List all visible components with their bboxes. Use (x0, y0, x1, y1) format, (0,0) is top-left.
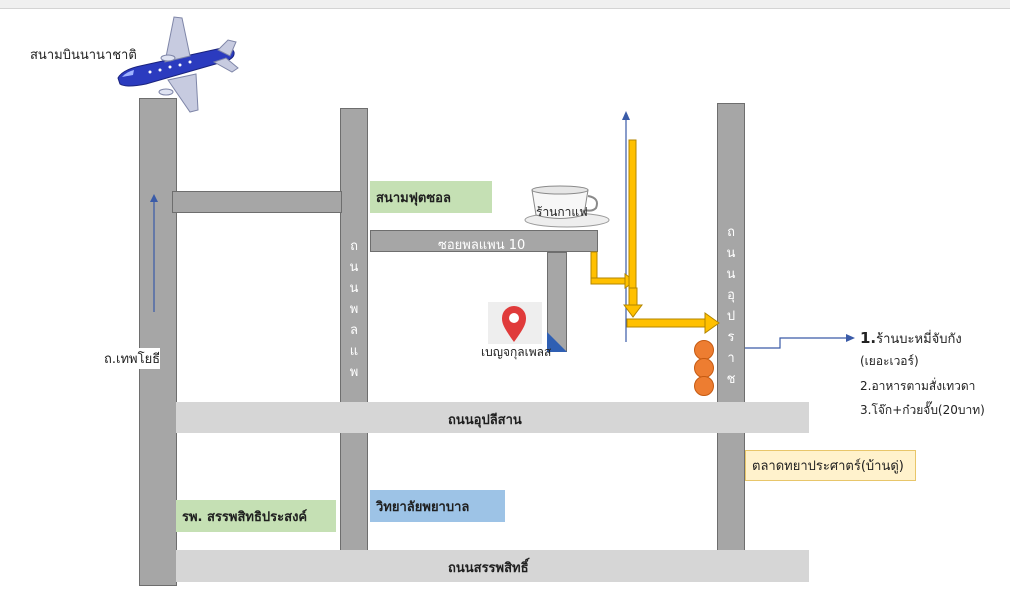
sanphasit-road (176, 550, 809, 582)
uparat-road-label: ถ น น อุ ป ร า ช (726, 225, 736, 387)
food-item-2: 2.อาหารตามสั่งเทวดา (860, 379, 976, 393)
phonphaen-road (340, 108, 368, 552)
food-item-3: 3.โจ๊ก+ก๋วยจั๊บ(20บาท) (860, 403, 985, 417)
soi-phonphaen-10-label: ซอยพลแพน 10 (438, 238, 526, 253)
hospital-box: รพ. สรรพสิทธิประสงค์ (176, 500, 336, 532)
food-spot-2 (694, 358, 714, 378)
football-field-box: สนามฟุตซอล (370, 181, 492, 213)
phonphaen-road-label: ถ น น พ ล แ พ (349, 239, 359, 380)
uparat-road (717, 103, 745, 552)
nursing-college-box: วิทยาลัยพยาบาล (370, 490, 505, 522)
connector-road (172, 191, 342, 213)
food-spot-1 (694, 340, 714, 360)
branch-triangle (547, 332, 567, 352)
food-list-pointer (745, 334, 855, 349)
uppalisan-label: ถนนอุปลีสาน (448, 413, 522, 428)
coffee-shop-label: ร้านกาแฟ (536, 205, 588, 219)
uppalisan-road (176, 402, 809, 433)
north-arrow-left (150, 194, 158, 312)
airplane-icon (117, 16, 239, 113)
coffee-cup-icon (524, 185, 610, 228)
food-spot-3 (694, 376, 714, 396)
food-item-1: 1.ร้านบะหมี่จับกัง (860, 329, 962, 347)
thepyothi-label: ถ.เทพโยธี (104, 348, 161, 369)
location-pin-icon (488, 302, 542, 344)
food-item-1-sub: (เยอะเวอร์) (860, 354, 919, 368)
airport-label: สนามบินนานาชาติ (30, 48, 137, 63)
market-box: ตลาดทยาประศาตร์(บ้านดู่) (745, 450, 916, 481)
window-top-bar (0, 0, 1010, 9)
soi-phonphaen-10-road (370, 230, 598, 252)
thepyothi-road (139, 98, 177, 586)
benchakul-place-label: เบญจกุลเพลส (481, 345, 552, 359)
sanphasit-label: ถนนสรรพสิทธิ์ (448, 561, 529, 576)
route-arrows (590, 139, 720, 334)
